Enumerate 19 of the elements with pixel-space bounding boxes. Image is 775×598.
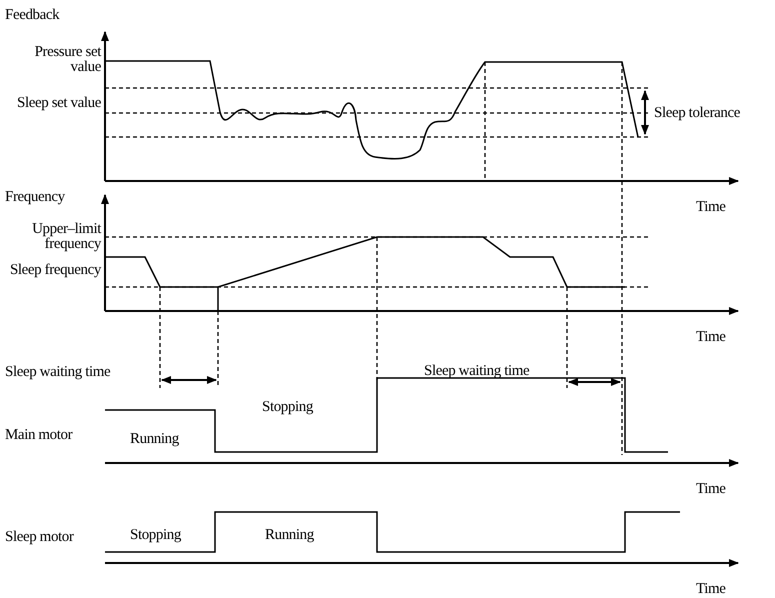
axis-title: Time — [696, 582, 726, 597]
state-label: Running — [265, 528, 314, 543]
state-label: Stopping — [262, 400, 313, 415]
reference-value-label: Sleep frequency — [8, 263, 101, 278]
axis-title: Time — [696, 482, 726, 497]
signal-name: Sleep motor — [5, 530, 74, 545]
axis-title: Frequency — [5, 190, 65, 205]
reference-value-label: Sleep set value — [16, 96, 101, 111]
axis-title: Feedback — [5, 8, 60, 23]
axis-title: Time — [696, 330, 726, 345]
reference-value-label: Pressure set value — [34, 45, 101, 75]
tolerance-label: Sleep tolerance — [654, 106, 740, 121]
interval-label: Sleep waiting time — [424, 364, 530, 379]
interval-label: Sleep waiting time — [5, 365, 110, 380]
reference-value-label: Upper–limit frequency — [31, 222, 101, 252]
state-label: Stopping — [130, 528, 181, 543]
state-label: Running — [130, 432, 179, 447]
axis-title: Time — [696, 200, 726, 215]
signal-name: Main motor — [5, 428, 72, 443]
